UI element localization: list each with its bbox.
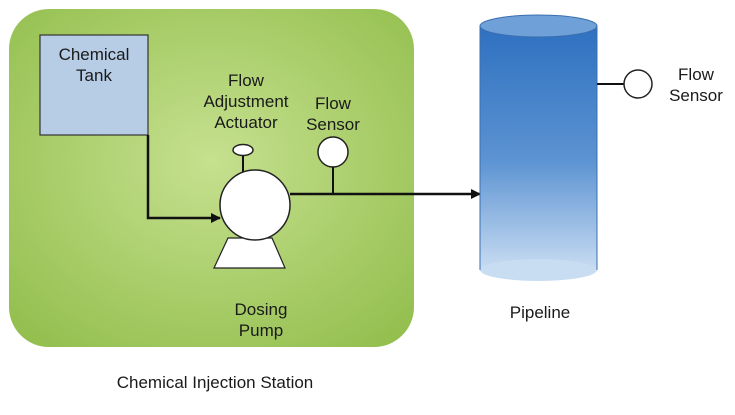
chemical-tank-label: Chemical Tank: [58, 45, 130, 85]
flow-adjustment-actuator: [232, 143, 254, 157]
tank-to-pump-line: [146, 135, 221, 223]
station-label: Chemical Injection Station: [116, 373, 314, 392]
chemical-tank: [39, 34, 149, 136]
pipeline-body: [480, 26, 597, 270]
pipeline-bottom: [480, 259, 597, 281]
pipeline-label: Pipeline: [509, 303, 571, 322]
flow-adjustment-actuator-label: Flow Adjustment Actuator: [203, 71, 289, 132]
pipeline-flow-sensor-label: Flow Sensor: [669, 65, 723, 105]
dosing-pump: [219, 169, 291, 241]
local-flow-sensor-label: Flow Sensor: [306, 94, 360, 134]
dosing-pump-label: Dosing Pump: [234, 300, 288, 340]
local-flow-sensor: [317, 136, 349, 168]
pipeline-top: [479, 14, 598, 38]
pipeline-flow-sensor: [623, 69, 653, 99]
